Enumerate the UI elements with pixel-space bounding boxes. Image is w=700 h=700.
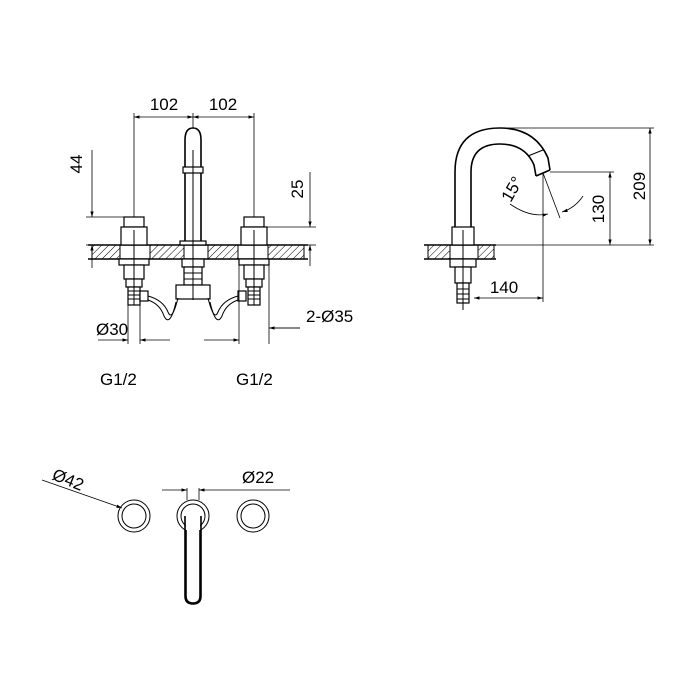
dim-diameter-42-lines xyxy=(41,479,123,509)
dim-height-209: 209 xyxy=(630,172,649,200)
front-view: 102 102 44 25 Ø30 xyxy=(67,95,353,389)
dim-height-130: 130 xyxy=(589,195,608,223)
left-valve xyxy=(118,216,150,306)
dim-height-44-lines xyxy=(86,150,124,268)
thread-left-label: G1/2 xyxy=(100,370,137,389)
dim-diameter-22-lines xyxy=(162,488,290,500)
side-base xyxy=(449,226,477,310)
right-valve xyxy=(237,216,270,306)
dim-bottom-lines xyxy=(98,265,300,344)
dim-reach-140-lines xyxy=(474,226,544,302)
top-left-handle xyxy=(117,499,151,533)
top-right-handle xyxy=(236,499,270,533)
dim-height-44: 44 xyxy=(67,155,86,174)
dim-height-130-lines xyxy=(496,171,614,246)
dim-reach-140: 140 xyxy=(490,278,518,297)
dim-diameter-22: Ø22 xyxy=(242,468,274,487)
dim-angle-lines xyxy=(509,172,584,226)
spout-tube xyxy=(454,127,551,227)
dim-spacing xyxy=(133,113,255,217)
side-counter-slab xyxy=(424,244,496,260)
connection-hoses xyxy=(147,295,239,321)
dim-diameter-30: Ø30 xyxy=(96,320,128,339)
dim-right-spacing: 102 xyxy=(209,95,237,114)
center-spout xyxy=(175,127,211,300)
dim-left-spacing: 102 xyxy=(150,95,178,114)
dim-angle: 15° xyxy=(498,173,527,205)
dim-diameter-42: Ø42 xyxy=(50,465,87,495)
dim-height-25-lines xyxy=(264,172,316,266)
top-view: Ø42 Ø22 xyxy=(41,465,290,605)
side-view: 15° 130 209 140 xyxy=(424,127,654,310)
dim-holes: 2-Ø35 xyxy=(306,307,353,326)
counter-slab xyxy=(88,244,308,260)
dim-height-25: 25 xyxy=(288,180,307,199)
dim-height-209-lines xyxy=(500,127,654,246)
top-spout xyxy=(176,499,210,605)
thread-right-label: G1/2 xyxy=(236,370,273,389)
